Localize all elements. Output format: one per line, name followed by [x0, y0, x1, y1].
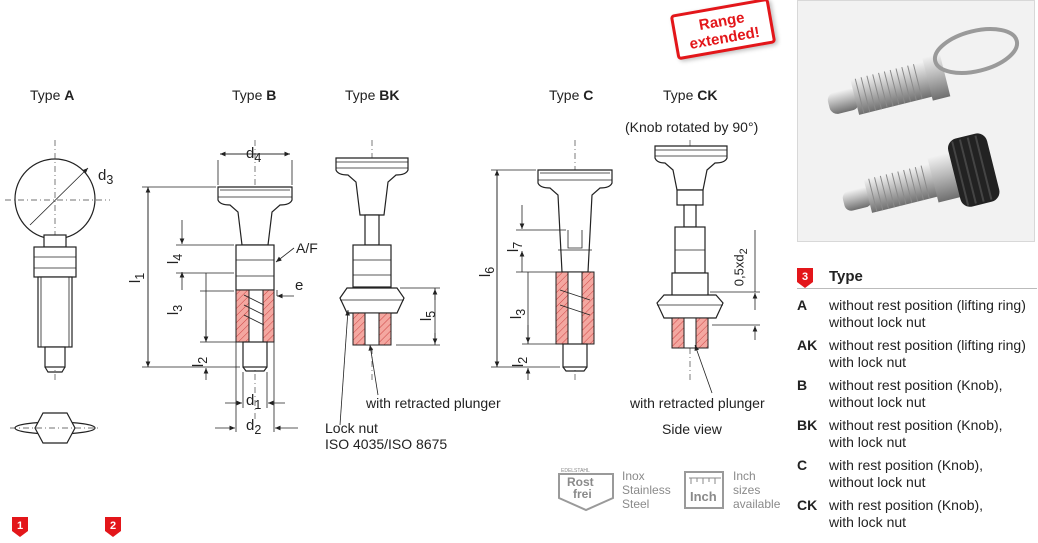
- product-photo: [797, 0, 1035, 242]
- lock-nut-standard: ISO 4035/ISO 8675: [325, 436, 448, 452]
- lock-nut-label: Lock nut: [325, 420, 378, 436]
- type-a-drawing: [5, 140, 110, 444]
- rostfrei-logo: EDELSTAHL Rost frei: [557, 468, 615, 512]
- type-bk-drawing: [335, 140, 440, 426]
- inch-logo: Inch: [684, 471, 724, 509]
- dim-l2-b: l2: [190, 356, 211, 368]
- retracted-plunger-label-1: with retracted plunger: [366, 395, 501, 411]
- type-c-label: Type C: [549, 87, 594, 103]
- dim-l3-c: l3: [508, 308, 529, 320]
- dim-half-d2: 0,5xd2: [731, 248, 751, 287]
- dim-l7: l7: [505, 241, 526, 253]
- dim-l3-b: l3: [165, 304, 186, 316]
- side-view-label: Side view: [662, 421, 722, 437]
- dim-l5: l5: [418, 310, 439, 322]
- dim-d3: d3: [98, 167, 114, 187]
- retracted-plunger-label-2: with retracted plunger: [630, 395, 765, 411]
- type-table-badge: 3: [797, 268, 813, 288]
- dim-d4: d4: [246, 145, 262, 165]
- type-b-label: Type B: [232, 87, 277, 103]
- dim-af: A/F: [296, 240, 318, 256]
- dim-e: e: [295, 277, 304, 294]
- dim-d2: d2: [246, 417, 262, 437]
- type-a-label: Type A: [30, 87, 75, 103]
- type-table-header: 3 Type: [797, 268, 1037, 288]
- technical-drawing: [5, 140, 760, 444]
- dim-l4: l4: [165, 253, 186, 265]
- type-b-drawing: [142, 140, 298, 432]
- type-table-title: Type: [829, 268, 863, 285]
- footnote-badge-2: 2: [105, 517, 121, 537]
- dim-l2-c: l2: [510, 356, 531, 368]
- type-ck-drawing: [654, 140, 760, 394]
- type-table-divider: [797, 288, 1037, 289]
- type-ck-label: Type CK: [663, 87, 718, 103]
- type-c-drawing: [491, 140, 613, 380]
- dim-l1: l1: [127, 272, 148, 284]
- dim-d1: d1: [246, 392, 262, 412]
- knob-rotated-note: (Knob rotated by 90°): [625, 119, 759, 135]
- footnote-badge-1: 1: [12, 517, 28, 537]
- type-bk-label: Type BK: [345, 87, 400, 103]
- dim-l6: l6: [477, 266, 498, 278]
